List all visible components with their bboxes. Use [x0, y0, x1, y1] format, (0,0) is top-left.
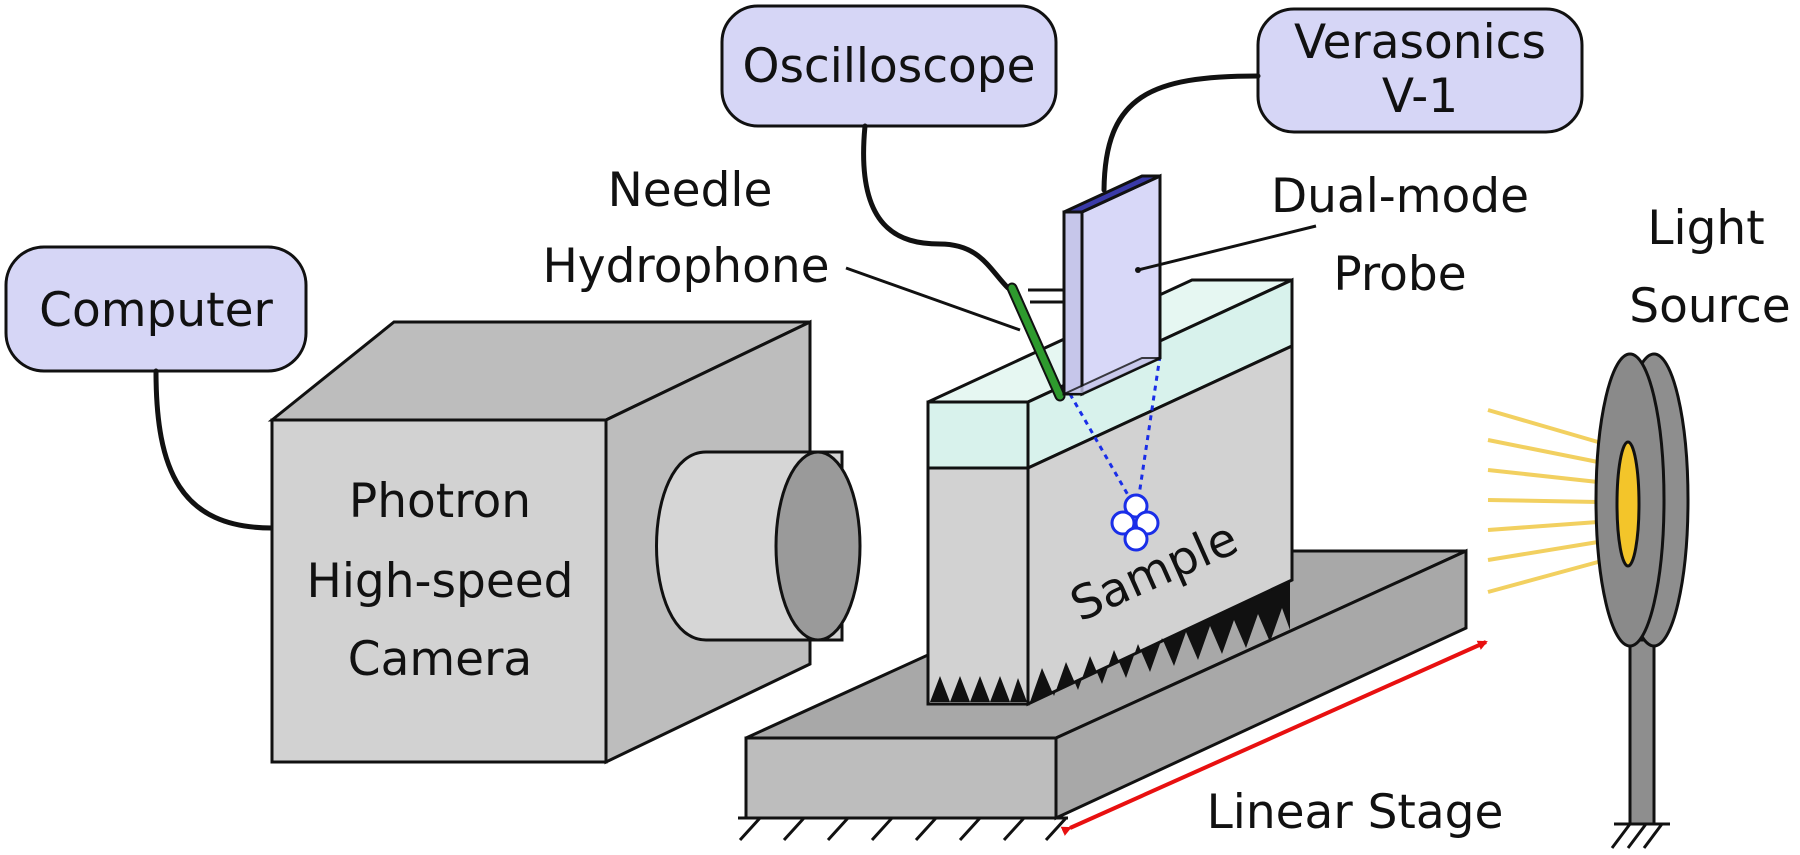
hydrophone-leader-line [845, 266, 1021, 332]
computer-label: Computer [39, 283, 273, 338]
needle-label-line1: Needle [608, 163, 773, 218]
light-label-line1: Light [1647, 201, 1764, 256]
sample-front-face [926, 466, 1030, 706]
needle-label-line2: Hydrophone [542, 239, 829, 294]
oscilloscope-hydrophone-cable [861, 123, 1011, 291]
verasonics-box: Verasonics V-1 [1256, 7, 1584, 134]
probe-label-line2: Probe [1333, 247, 1466, 302]
high-speed-camera: Photron High-speed Camera [267, 319, 862, 765]
light-source [1594, 352, 1690, 849]
light-label-line2: Source [1629, 279, 1790, 334]
focus-beam [1068, 355, 1162, 503]
linear-stage-label: Linear Stage [1207, 785, 1504, 840]
bubble-cluster [1110, 493, 1160, 552]
stage-motion-arrow [1060, 640, 1488, 836]
light-rays [1487, 408, 1599, 594]
computer-camera-cable [153, 368, 275, 531]
verasonics-probe-cable [1101, 73, 1261, 193]
camera-label-line1: Photron [349, 474, 531, 529]
probe-label-line1: Dual-mode [1271, 169, 1529, 224]
oscilloscope-label: Oscilloscope [742, 39, 1035, 94]
dual-mode-probe [1062, 173, 1162, 397]
sample-side-face [1026, 343, 1294, 707]
probe-leader-line [1137, 224, 1317, 272]
oscilloscope-box: Oscilloscope [720, 4, 1058, 128]
camera-label-line3: Camera [348, 632, 532, 687]
ground-hatching [738, 816, 1068, 842]
verasonics-label-line2: V-1 [1382, 69, 1458, 124]
camera-label-line2: High-speed [307, 554, 574, 609]
verasonics-label-line1: Verasonics [1294, 15, 1546, 70]
computer-box: Computer [4, 245, 308, 373]
